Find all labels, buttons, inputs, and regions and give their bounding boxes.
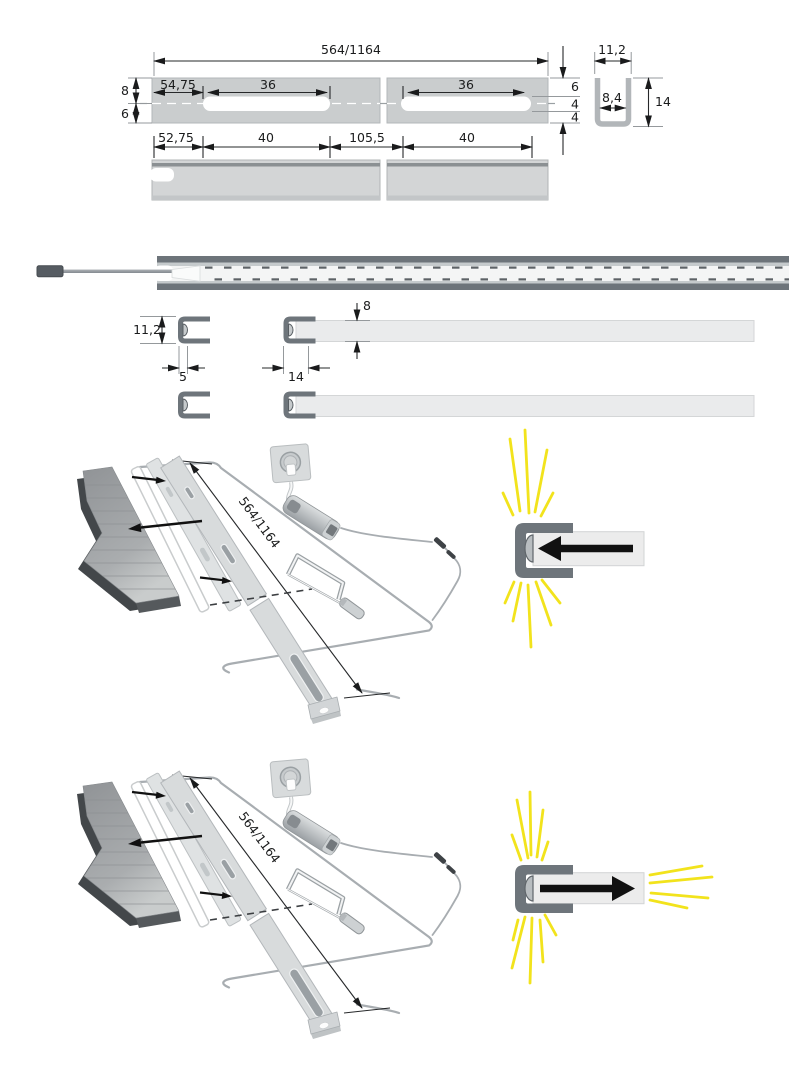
dim-label: 14 xyxy=(288,369,304,384)
dim-bottom-row: 52,75 40 105,5 40 xyxy=(153,130,533,158)
dim-label: 11,2 xyxy=(598,42,626,57)
light-diagram-2 xyxy=(510,790,714,985)
section-row-1: 11,2 5 8 14 xyxy=(133,300,755,384)
technical-drawing-top: 564/1164 54,75 36 36 8 6 6 4 4 xyxy=(121,42,671,201)
c-profile xyxy=(283,316,316,344)
led-bump xyxy=(182,323,188,337)
dim-slot-offset: 54,75 xyxy=(153,77,204,99)
slot-left xyxy=(203,96,330,111)
led-bump xyxy=(288,398,294,412)
profile-section-dark xyxy=(515,865,573,913)
c-profile xyxy=(283,391,316,419)
c-profile xyxy=(178,316,210,344)
dim-label: 52,75 xyxy=(158,130,194,145)
emit-direction-arrow xyxy=(540,876,635,901)
dim-profile-depth: 14 xyxy=(262,346,330,384)
strip-section xyxy=(295,395,755,417)
dim-label: 8 xyxy=(363,300,371,313)
rail-side-view xyxy=(150,159,549,201)
rail-top-edge xyxy=(157,256,789,263)
dim-label: 14 xyxy=(655,94,671,109)
dim-right-heights: 6 4 4 xyxy=(532,46,580,155)
installation-diagram-2 xyxy=(0,745,714,1080)
dim-label: 36 xyxy=(458,77,474,92)
insert-direction-arrow xyxy=(538,536,633,561)
led-bump xyxy=(182,398,188,412)
dim-slot-length-left: 36 xyxy=(207,77,331,99)
light-rays-bottom xyxy=(503,578,562,649)
led-bump xyxy=(524,534,534,563)
led-strip-product xyxy=(36,256,789,290)
c-profile xyxy=(178,391,210,419)
dim-label: 40 xyxy=(459,130,475,145)
dim-profile-height: 11,2 xyxy=(133,315,176,345)
installation-diagram-1: 564/1164 xyxy=(0,428,645,745)
dim-label: 4 xyxy=(571,110,579,125)
dim-label: 11,2 xyxy=(133,322,161,337)
strip-end-cap xyxy=(171,265,201,282)
led-strip-photo xyxy=(36,256,789,290)
rail-plan-view xyxy=(140,77,557,124)
dim-label: 6 xyxy=(571,79,579,94)
dim-label: 8 xyxy=(121,83,129,98)
dim-label: 5 xyxy=(179,369,187,384)
dim-label: 40 xyxy=(258,130,274,145)
dim-label: 6 xyxy=(121,106,129,121)
profile-section-dark xyxy=(515,523,573,578)
u-profile-shape xyxy=(594,78,632,127)
dim-label: 54,75 xyxy=(160,77,196,92)
light-rays-top xyxy=(501,428,555,518)
dim-strip-height: 8 xyxy=(345,300,371,359)
dim-label: 36 xyxy=(260,77,276,92)
cable-connector xyxy=(36,265,64,278)
dim-slot-length-right: 36 xyxy=(402,77,525,99)
light-diagram-1 xyxy=(501,428,645,649)
light-rays-right xyxy=(648,864,714,910)
led-bump xyxy=(288,323,294,337)
dim-label: 8,4 xyxy=(602,90,622,105)
strip-section xyxy=(295,320,755,342)
side-notch xyxy=(150,168,174,182)
dim-label: 105,5 xyxy=(349,130,385,145)
section-row-2 xyxy=(178,391,755,419)
dim-left-heights: 8 6 xyxy=(121,77,152,124)
dim-back-gap: 5 xyxy=(162,346,205,384)
profile-end-view: 11,2 8,4 14 xyxy=(593,42,671,128)
light-rays-bottom xyxy=(510,913,558,985)
led-bump xyxy=(524,875,534,902)
profile-cross-sections: 11,2 5 8 14 xyxy=(133,300,755,419)
dim-overall-length: 564/1164 xyxy=(153,42,549,76)
dim-label: 564/1164 xyxy=(321,42,381,57)
light-rays-top xyxy=(510,790,550,862)
rail-bottom-edge xyxy=(157,283,789,290)
dim-label: 4 xyxy=(571,97,579,112)
